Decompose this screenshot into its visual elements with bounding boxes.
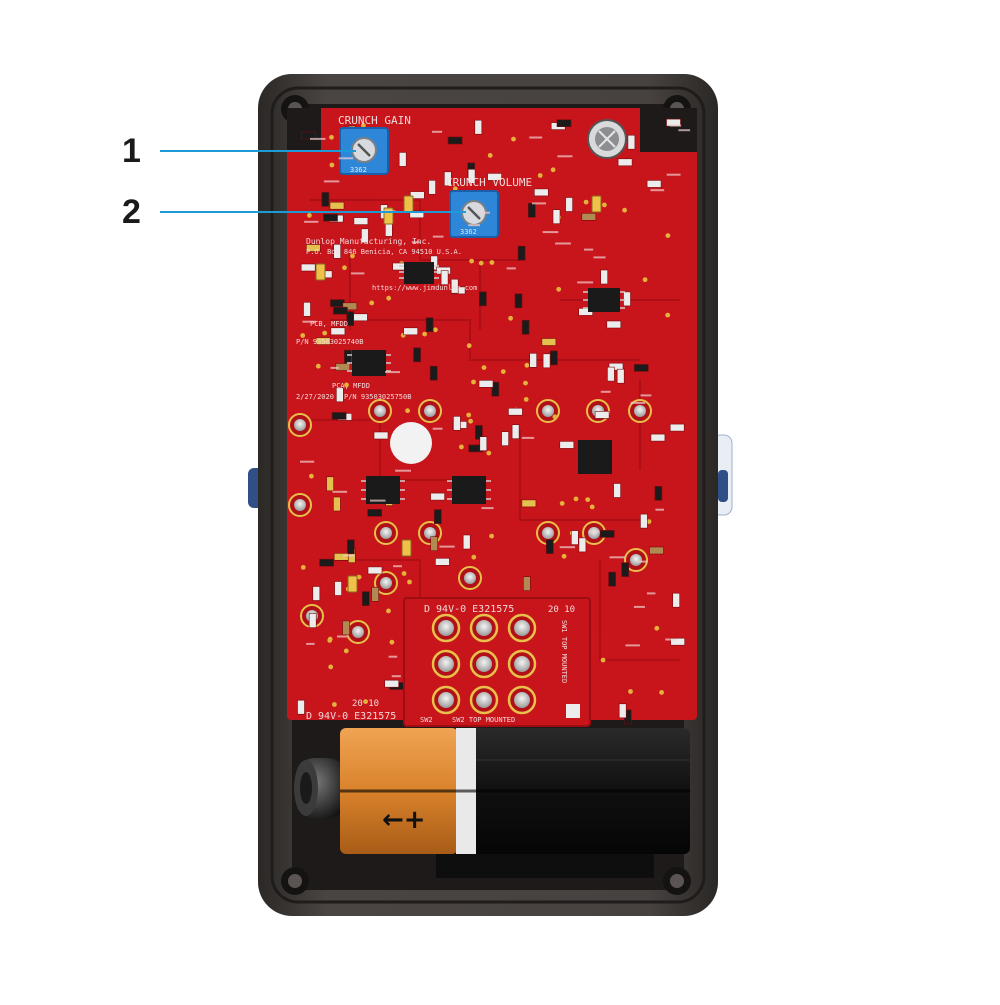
pn-top-label: P/N 93503025740B <box>296 338 363 346</box>
pcb-mfdd-label: PCB, MFDD <box>310 320 348 328</box>
component-designators <box>300 124 691 678</box>
ul-rating-left: D 94V-0 E321575 <box>306 711 396 722</box>
mounting-hole <box>390 422 432 464</box>
smd-components <box>297 118 686 725</box>
main-pcb <box>287 108 697 720</box>
crunch-volume-label: CRUNCH VOLUME <box>446 176 532 189</box>
battery-9v: ←+ <box>340 728 690 878</box>
trim-code-2: 3362 <box>460 228 477 236</box>
callout-line-1 <box>160 150 356 152</box>
battery-polarity-label: ←+ <box>382 805 426 835</box>
crunch-gain-label: CRUNCH GAIN <box>338 114 411 127</box>
trim-code-1: 3362 <box>350 166 367 174</box>
ul-rating-daughter: D 94V-0 E321575 <box>424 604 514 615</box>
sw2-top-mounted-label: SW2 TOP MOUNTED <box>452 716 515 724</box>
year-daughter-label: 20 10 <box>548 605 575 615</box>
date-label: 2/27/2020 <box>296 393 334 401</box>
electrolytic-capacitor <box>587 119 627 159</box>
website-label: https://www.jimdunlop.com <box>372 284 477 292</box>
dc-jack <box>294 758 346 818</box>
callout-line-2 <box>160 211 466 213</box>
maker-line-1: Dunlop Manufacturing, Inc. <box>306 237 431 246</box>
footswitch-pads <box>431 613 580 718</box>
callout-number-2: 2 <box>122 193 141 231</box>
callout-number-1: 1 <box>122 132 141 170</box>
sw2-label: SW2 <box>420 716 433 724</box>
crunch-volume-trimpot <box>449 190 499 238</box>
ic-chips <box>352 262 620 504</box>
pn-bottom-label: P/N 93503025750B <box>344 393 411 401</box>
maker-line-2: P.O. Box 846 Benicia, CA 94510 U.S.A. <box>306 248 462 256</box>
year-left-label: 20 10 <box>352 699 379 709</box>
pca-mfdd-label: PCA, MFDD <box>332 382 370 390</box>
sw-side-label: SW1 TOP MOUNTED <box>560 620 568 683</box>
